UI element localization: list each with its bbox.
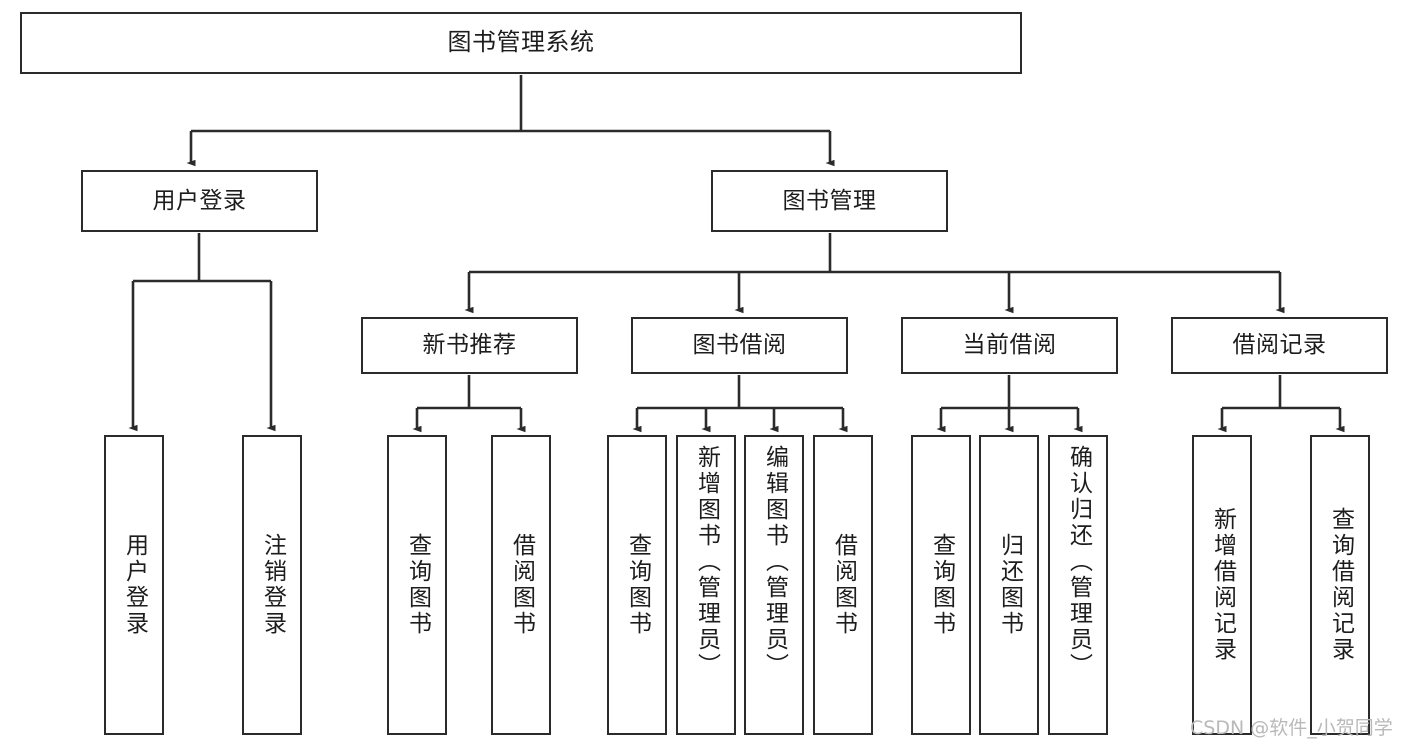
node-label: 借阅记录 (1232, 332, 1327, 359)
node-label: 查询图书 (624, 533, 651, 637)
node-label: 当前借阅 (962, 332, 1057, 359)
leaf-user-login-login[interactable]: 用户登录 (104, 435, 164, 735)
node-label: 用户登录 (121, 533, 148, 637)
leaf-recommend-borrow-book[interactable]: 借阅图书 (491, 435, 551, 735)
node-label: 查询图书 (928, 533, 955, 637)
node-current-borrow[interactable]: 当前借阅 (901, 317, 1118, 374)
node-label: 确认归还（管理员） (1065, 445, 1092, 679)
node-label: 借阅图书 (508, 533, 535, 637)
leaf-current-confirm-return-admin[interactable]: 确认归还（管理员） (1048, 435, 1108, 735)
node-label: 归还图书 (996, 533, 1023, 637)
leaf-user-login-logout[interactable]: 注销登录 (242, 435, 302, 735)
leaf-recommend-query-book[interactable]: 查询图书 (387, 435, 447, 735)
leaf-borrow-query-book[interactable]: 查询图书 (607, 435, 667, 735)
node-user-login[interactable]: 用户登录 (81, 170, 318, 232)
leaf-borrow-edit-book-admin[interactable]: 编辑图书（管理员） (744, 435, 804, 735)
node-label: 新增图书（管理员） (693, 445, 720, 679)
leaf-borrow-borrow-book[interactable]: 借阅图书 (813, 435, 873, 735)
leaf-borrow-add-book-admin[interactable]: 新增图书（管理员） (676, 435, 736, 735)
node-label: 图书借阅 (692, 332, 787, 359)
node-borrow-record[interactable]: 借阅记录 (1171, 317, 1388, 374)
node-new-book-recommend[interactable]: 新书推荐 (361, 317, 578, 374)
node-book-borrow[interactable]: 图书借阅 (631, 317, 848, 374)
leaf-record-query-record[interactable]: 查询借阅记录 (1310, 435, 1370, 735)
node-label: 查询借阅记录 (1327, 507, 1354, 663)
node-label: 编辑图书（管理员） (761, 445, 788, 679)
leaf-current-query-book[interactable]: 查询图书 (911, 435, 971, 735)
node-label: 注销登录 (259, 533, 286, 637)
leaf-record-add-record[interactable]: 新增借阅记录 (1192, 435, 1252, 735)
node-book-management[interactable]: 图书管理 (711, 170, 948, 232)
node-book-management-system[interactable]: 图书管理系统 (20, 12, 1022, 74)
node-label: 查询图书 (404, 533, 431, 637)
node-label: 新书推荐 (422, 332, 517, 359)
node-label: 图书管理 (782, 187, 877, 214)
leaf-current-return-book[interactable]: 归还图书 (979, 435, 1039, 735)
node-label: 新增借阅记录 (1209, 507, 1236, 663)
node-label: 图书管理系统 (447, 28, 595, 57)
node-label: 借阅图书 (830, 533, 857, 637)
node-label: 用户登录 (152, 187, 247, 214)
watermark-text: CSDN @软件_小贺同学 (1190, 717, 1393, 739)
